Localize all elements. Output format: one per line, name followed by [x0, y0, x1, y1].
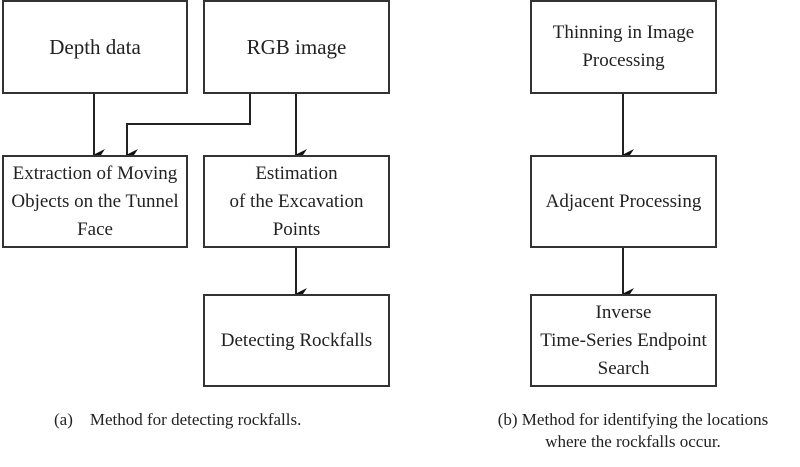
node-label: Adjacent Processing [545, 190, 702, 212]
node-label: Extraction of Moving Objects on the Tunn… [11, 162, 179, 240]
node-estimation: Estimation of the Excavation Points [203, 155, 390, 248]
node-extraction: Extraction of Moving Objects on the Tunn… [2, 155, 188, 248]
node-rgb-image: RGB image [203, 0, 390, 94]
caption-a: (a) Method for detecting rockfalls. [54, 410, 302, 429]
node-label: Detecting Rockfalls [220, 329, 373, 351]
node-label: Estimation of the Excavation Points [229, 162, 364, 240]
node-label: Depth data [49, 35, 141, 59]
node-label: Thinning in Image Processing [552, 22, 695, 71]
node-label: RGB image [246, 35, 347, 59]
node-adjacent-processing: Adjacent Processing [530, 155, 717, 248]
node-depth-data: Depth data [2, 0, 188, 94]
arrow-rgb-to-extraction [126, 93, 251, 161]
node-inverse-search: Inverse Time-Series Endpoint Search [530, 294, 717, 387]
caption-b: (b) Method for identifying the locations… [497, 410, 769, 451]
node-thinning: Thinning in Image Processing [530, 0, 717, 94]
node-detecting-rockfalls: Detecting Rockfalls [203, 294, 390, 387]
node-label: Inverse Time-Series Endpoint Search [540, 301, 707, 379]
